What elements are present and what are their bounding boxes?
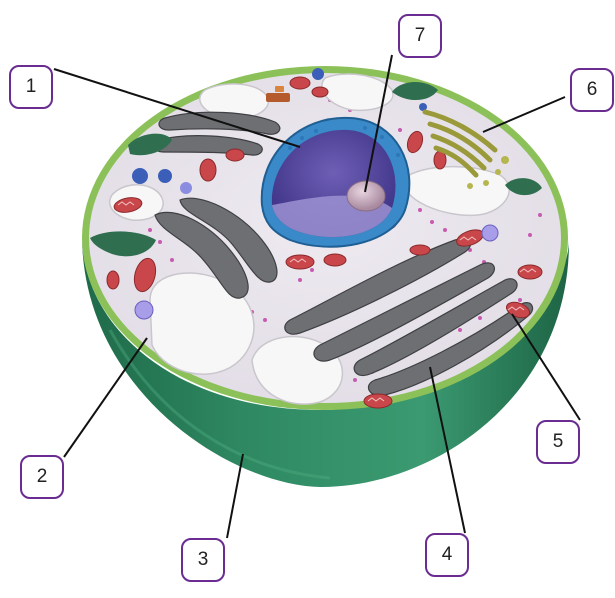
callout-label-7: 7 bbox=[398, 14, 442, 58]
callout-label-3: 3 bbox=[181, 538, 225, 582]
callout-label-1: 1 bbox=[9, 65, 53, 109]
callout-label-6: 6 bbox=[570, 68, 614, 112]
callout-label-2: 2 bbox=[20, 455, 64, 499]
callout-label-4: 4 bbox=[425, 533, 469, 577]
callout-label-5: 5 bbox=[536, 420, 580, 464]
